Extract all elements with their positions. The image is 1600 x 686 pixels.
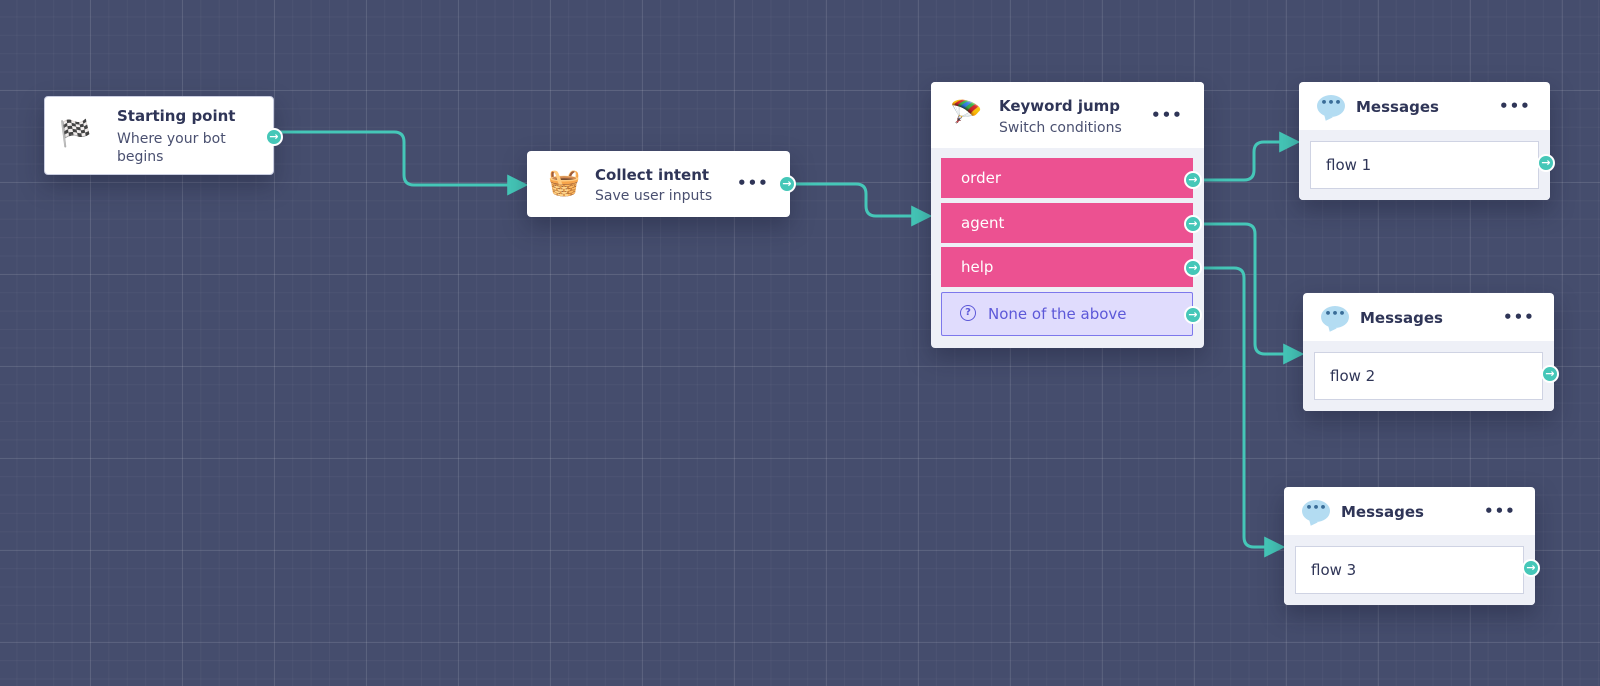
flow2-output-port[interactable]: → — [1541, 365, 1559, 383]
fallback-label: None of the above — [988, 305, 1127, 323]
chat-bubble-icon: ••• — [1321, 306, 1349, 328]
more-options-button[interactable]: ••• — [1503, 308, 1535, 326]
messages-node-3[interactable]: ••• Messages ••• flow 3 → — [1284, 487, 1540, 605]
message-text-field[interactable]: flow 2 — [1314, 352, 1543, 400]
checkered-flag-icon: 🏁 — [59, 119, 92, 149]
fallback-output-port[interactable]: → — [1184, 306, 1202, 324]
node-title: Messages — [1341, 503, 1424, 521]
message-text-field[interactable]: flow 1 — [1310, 141, 1539, 189]
order-output-port[interactable]: → — [1184, 171, 1202, 189]
keyword-node-header — [931, 82, 1204, 148]
node-title: Starting point — [117, 107, 236, 125]
more-options-button[interactable]: ••• — [1151, 106, 1183, 124]
wire-help-to-flow3 — [1190, 266, 1286, 558]
agent-output-port[interactable]: → — [1184, 215, 1202, 233]
messages-node-1[interactable]: ••• Messages ••• flow 1 → — [1299, 82, 1555, 200]
node-subtitle: Switch conditions — [999, 120, 1122, 136]
collect-intent-node[interactable]: 🧺 Collect intent Save user inputs ••• → — [527, 151, 796, 217]
messages-node-2[interactable]: ••• Messages ••• flow 2 → — [1303, 293, 1559, 411]
wire-order-to-flow1 — [1190, 131, 1301, 182]
node-title: Keyword jump — [999, 97, 1121, 115]
flow3-output-port[interactable]: → — [1522, 559, 1540, 577]
collect-output-port[interactable]: → — [778, 175, 796, 193]
keyword-option-agent[interactable]: agent — [941, 203, 1193, 243]
more-options-button[interactable]: ••• — [1499, 97, 1531, 115]
flow1-output-port[interactable]: → — [1537, 154, 1555, 172]
wire-agent-to-flow2 — [1190, 222, 1305, 365]
question-icon: ? — [960, 305, 976, 321]
none-of-the-above-option[interactable]: ? None of the above — [941, 292, 1193, 336]
node-title: Collect intent — [595, 166, 710, 184]
wire-collect-to-keyword — [786, 182, 933, 227]
node-title: Messages — [1360, 309, 1443, 327]
message-body: flow 3 — [1284, 535, 1535, 605]
more-options-button[interactable]: ••• — [737, 174, 769, 192]
wire-start-to-collect — [270, 130, 529, 196]
node-subtitle: Save user inputs — [595, 188, 713, 204]
node-title: Messages — [1356, 98, 1439, 116]
message-text-field[interactable]: flow 3 — [1295, 546, 1524, 594]
starting-point-node[interactable]: 🏁 Starting point Where your bot begins → — [44, 96, 283, 175]
message-body: flow 2 — [1303, 341, 1554, 411]
message-body: flow 1 — [1299, 130, 1550, 200]
keyword-option-help[interactable]: help — [941, 247, 1193, 287]
basket-icon: 🧺 — [548, 168, 581, 198]
chat-bubble-icon: ••• — [1302, 500, 1330, 522]
start-output-port[interactable]: → — [265, 128, 283, 146]
more-options-button[interactable]: ••• — [1484, 502, 1516, 520]
keyword-jump-node[interactable]: 🪂 Keyword jump Switch conditions ••• ord… — [931, 82, 1204, 348]
paraglider-icon: 🪂 — [950, 98, 983, 128]
chat-bubble-icon: ••• — [1317, 95, 1345, 117]
help-output-port[interactable]: → — [1184, 259, 1202, 277]
node-subtitle: Where your bot begins — [117, 131, 226, 165]
keyword-option-order[interactable]: order — [941, 158, 1193, 198]
